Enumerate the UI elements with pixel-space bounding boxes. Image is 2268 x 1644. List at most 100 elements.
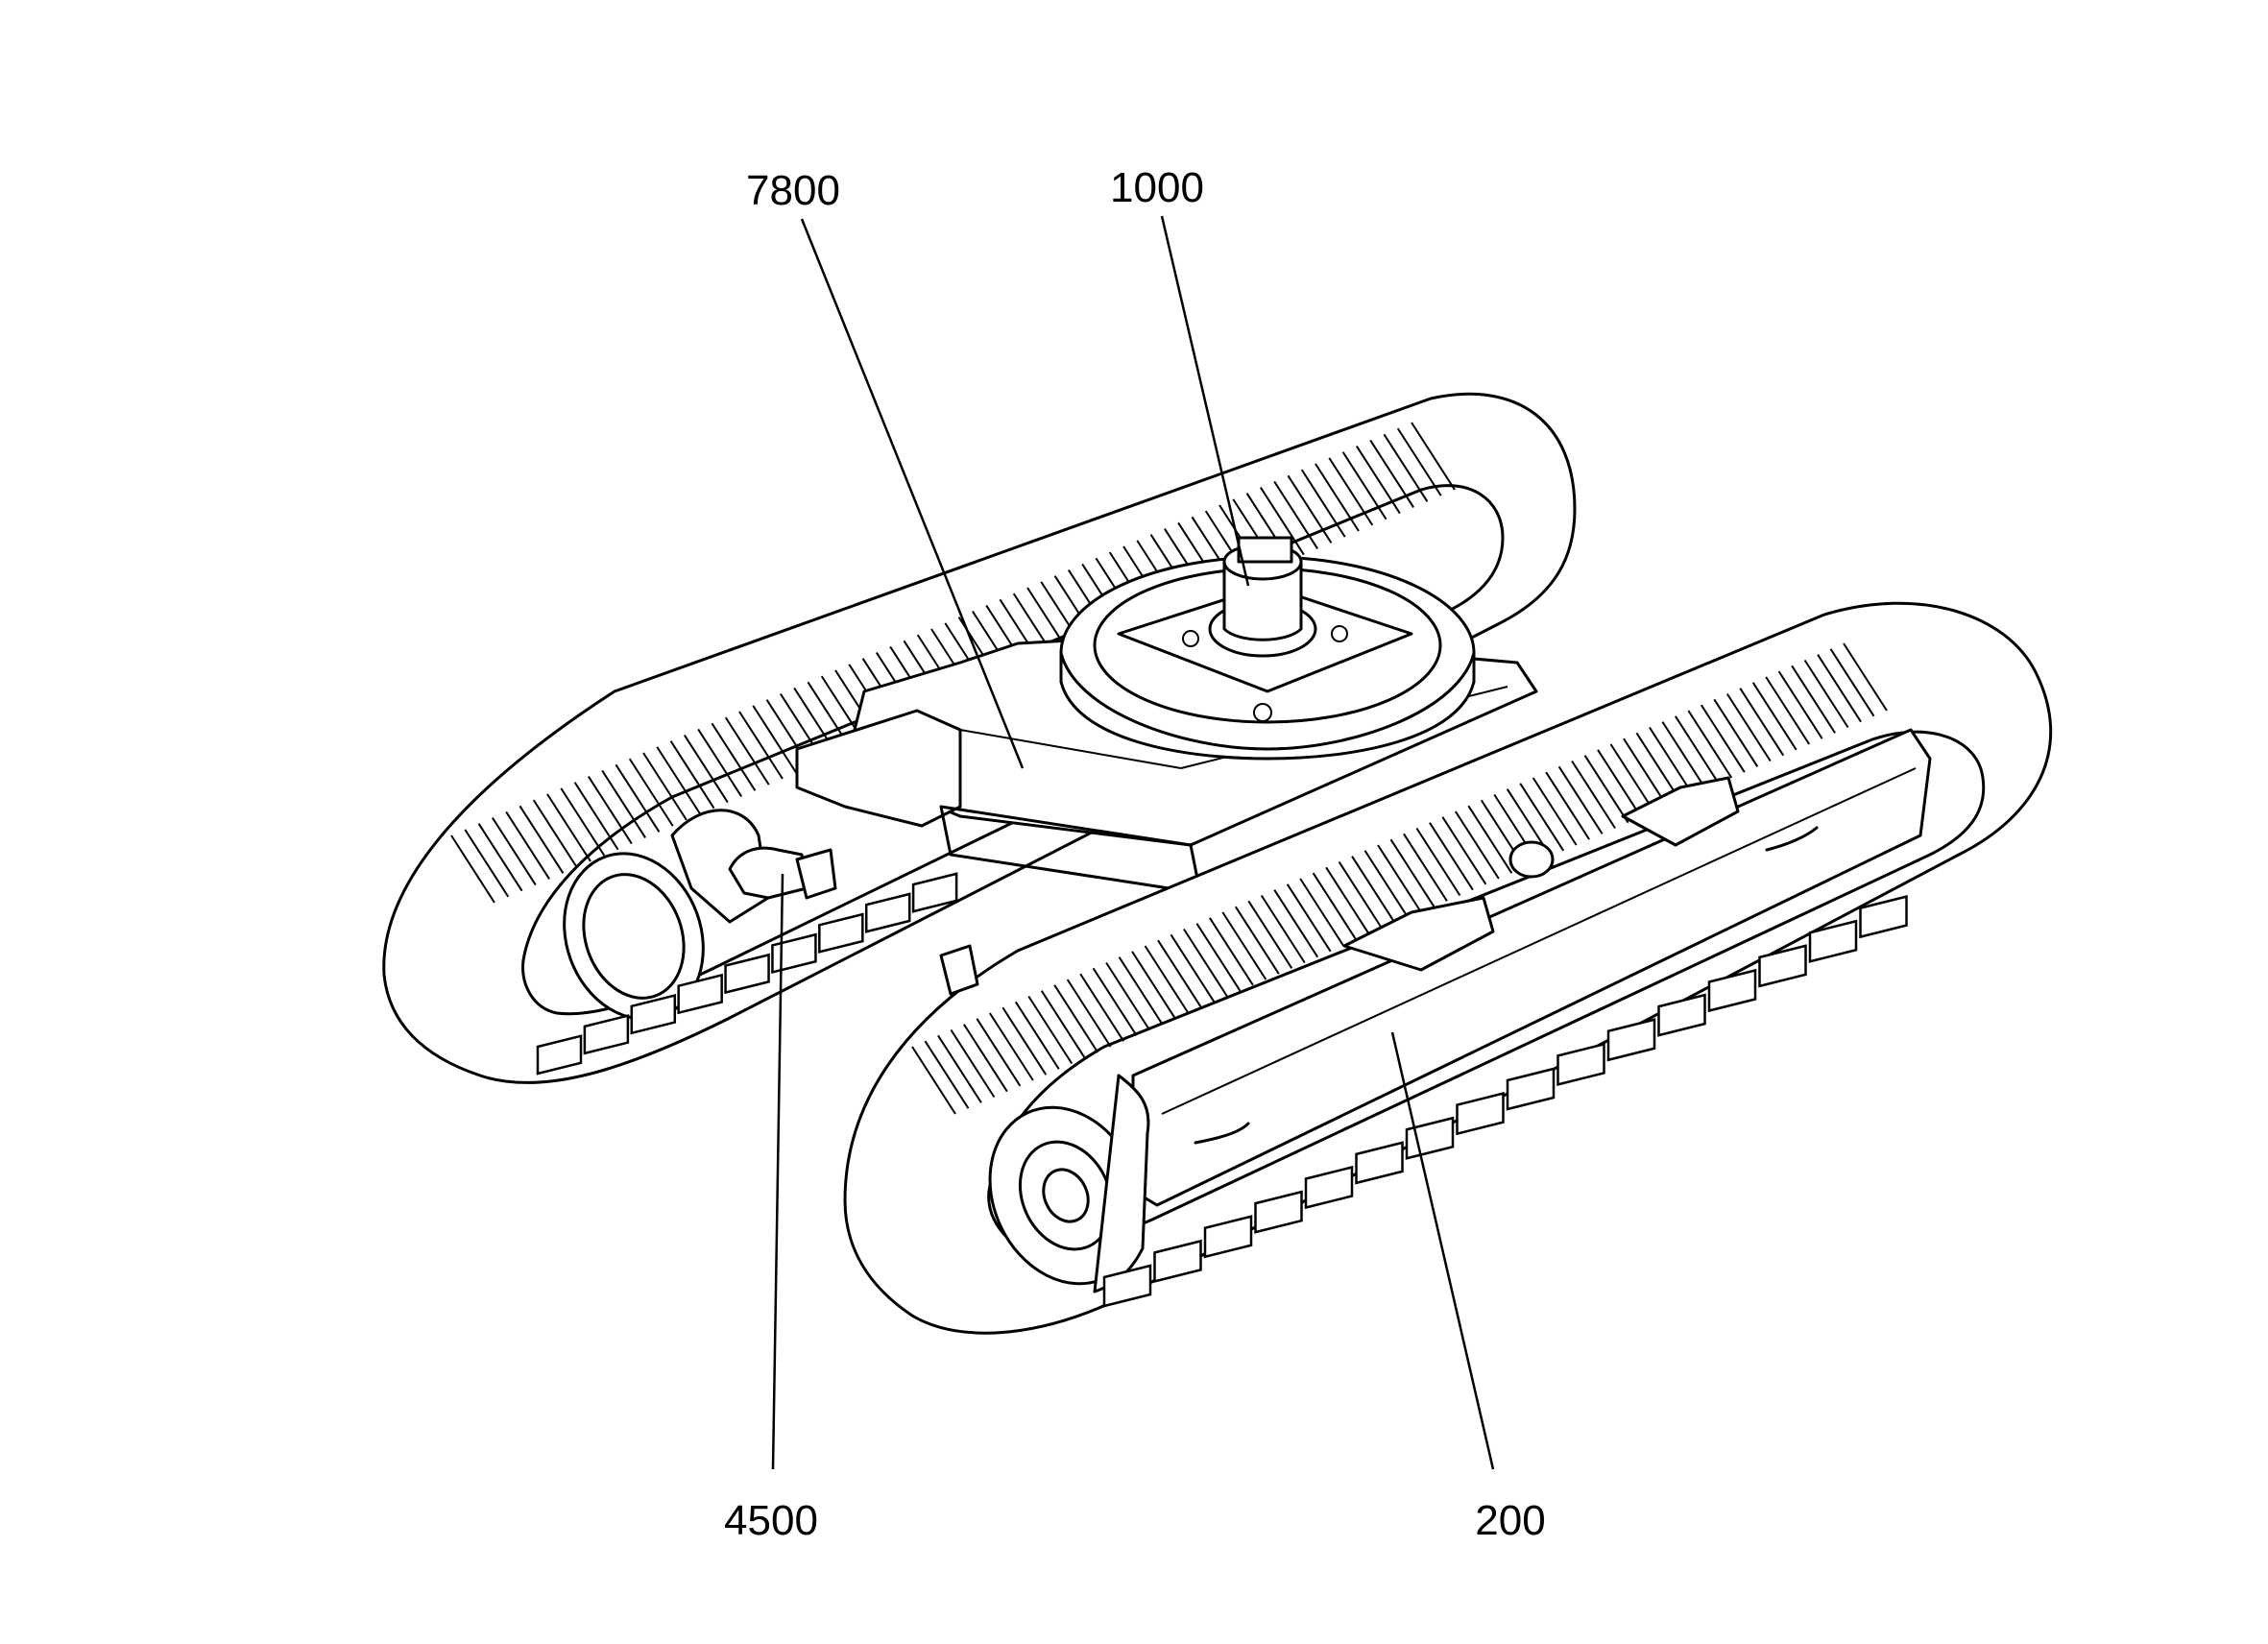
handhold-2 <box>1765 826 1819 852</box>
track-shoe-rib <box>1415 827 1461 897</box>
track-shoe-rib <box>1557 765 1604 834</box>
track-shoe-rib <box>1157 939 1202 1008</box>
track-shoe-rib <box>1209 917 1254 986</box>
right-track-shoes <box>911 642 1888 1115</box>
drive-sprocket <box>988 1074 1150 1293</box>
track-shoe-rib <box>684 735 729 804</box>
track-shoe <box>1606 1018 1656 1062</box>
upper-roller-cover-2 <box>1621 776 1740 847</box>
track-shoe-rib <box>1092 967 1138 1036</box>
track-shoe-rib <box>1803 659 1849 729</box>
track-shoe-rib <box>519 805 565 874</box>
track-shoe-rib <box>1765 676 1811 745</box>
track-shoe-rib <box>1131 951 1176 1020</box>
right-track-assembly <box>843 601 2053 1335</box>
track-shoe <box>1203 1215 1253 1259</box>
callout-200: 200 <box>1475 1497 1545 1544</box>
track-shoe-rib <box>1351 856 1396 925</box>
track-shoe-rib <box>1363 850 1410 919</box>
left-bottom-shoes <box>536 872 958 1076</box>
track-shoe-rib <box>950 1028 996 1099</box>
track-shoe-rib <box>450 834 495 904</box>
track-shoe-rib <box>1829 648 1875 717</box>
track-shoe-rib <box>1429 822 1474 891</box>
track-shoe-rib <box>1700 704 1746 773</box>
track-shoe-rib <box>1170 933 1216 1003</box>
track-shoe-rib <box>1519 783 1565 852</box>
track-shoe-rib <box>532 799 578 868</box>
track-shoe-rib <box>1053 984 1099 1053</box>
track-shoe <box>818 912 864 954</box>
track-shoe <box>630 993 677 1035</box>
track-shoe-rib <box>1315 463 1360 532</box>
track-shoe-rib <box>1001 1006 1048 1076</box>
track-shoe-rib <box>976 1018 1022 1087</box>
track-shoe-rib <box>669 740 715 810</box>
callout-labels: 7800 1000 4500 200 <box>724 164 1546 1544</box>
track-shoe-rib <box>1341 451 1387 520</box>
track-shoe-rib <box>1467 805 1513 874</box>
track-shoe-rib <box>546 793 591 862</box>
track-shoe-rib <box>573 782 619 851</box>
track-shoe-rib <box>937 1034 982 1103</box>
track-shoe-rib <box>642 752 688 821</box>
track-shoe-rib <box>1260 894 1306 964</box>
track-shoe-rib <box>1661 721 1707 790</box>
track-shoe-rib <box>588 776 633 845</box>
track-shoe-rib <box>1014 1001 1060 1070</box>
track-shoe-rib <box>601 769 646 838</box>
track-shoe-rib <box>505 810 550 880</box>
track-shoe-rib <box>911 1046 956 1115</box>
callout-leaders <box>771 215 1495 1470</box>
track-shoe-rib <box>1040 990 1086 1059</box>
track-shoe-rib <box>752 705 798 774</box>
track-shoe <box>1808 919 1858 963</box>
track-shoe-rib <box>492 817 537 886</box>
track-shoe-rib <box>1675 715 1720 785</box>
leader-200 <box>1390 1031 1495 1470</box>
track-shoe-rib <box>1027 995 1074 1065</box>
track-shoe <box>1456 1092 1505 1136</box>
track-shoe-rib <box>615 763 661 833</box>
track-shoe-rib <box>697 728 742 797</box>
track-shoe-rib <box>1597 749 1642 818</box>
leader-7800 <box>800 218 1025 769</box>
track-shoe-rib <box>1389 838 1436 907</box>
track-shoe-rib <box>1843 642 1888 712</box>
track-shoe-rib <box>924 1040 970 1109</box>
track-shoe <box>1355 1141 1404 1185</box>
track-shoe <box>1657 993 1706 1037</box>
track-shoe-rib <box>1195 923 1242 992</box>
track-shoe-rib <box>1377 844 1422 913</box>
track-shoe-rib <box>1247 900 1293 969</box>
track-shoe-rib <box>1356 446 1401 515</box>
track-shoe-rib <box>1286 883 1332 953</box>
track-shoe-rib <box>1635 732 1681 801</box>
track-shoe-rib <box>1411 422 1456 491</box>
track-shoe <box>1254 1190 1303 1234</box>
track-shoe <box>536 1034 583 1076</box>
track-shoe <box>1304 1165 1354 1210</box>
track-shoe-rib <box>738 711 784 780</box>
track-shoe-rib <box>1079 973 1124 1042</box>
track-shoe-rib <box>628 758 674 827</box>
track-shoe <box>1153 1239 1202 1283</box>
leader-1000 <box>1160 215 1250 587</box>
track-shoe-rib <box>1583 755 1629 824</box>
track-shoe-rib <box>724 716 770 786</box>
track-shoe <box>677 973 723 1015</box>
track-shoe-rib <box>1234 906 1280 975</box>
track-shoe-rib <box>1532 777 1578 846</box>
track-shoe-rib <box>1441 816 1487 885</box>
track-shoe-rib <box>1649 726 1694 796</box>
upper-roller-cover-1 <box>1342 896 1495 972</box>
track-shoe-rib <box>1609 743 1655 812</box>
track-shoe-rib <box>1623 737 1668 807</box>
track-shoe-rib <box>1273 889 1319 958</box>
track-shoe <box>1707 968 1757 1013</box>
track-shoe-rib <box>1713 698 1759 767</box>
track-shoe-rib <box>1300 469 1346 538</box>
track-shoe-rib <box>711 722 757 791</box>
track-shoe-rib <box>1739 688 1785 757</box>
track-shoe-rib <box>1687 710 1733 779</box>
